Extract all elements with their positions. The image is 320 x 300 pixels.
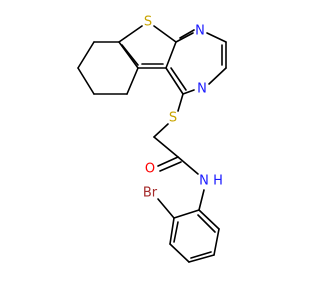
bond xyxy=(153,25,177,43)
bond xyxy=(206,32,227,43)
atom-NH: N xyxy=(199,174,209,189)
atom-S_link: S xyxy=(169,111,177,126)
bond xyxy=(188,254,215,263)
bond xyxy=(157,198,175,219)
atom-S_thio: S xyxy=(144,15,152,30)
bond xyxy=(77,41,95,69)
atom-NH_H: H xyxy=(213,174,223,189)
atom-N_top: N xyxy=(195,24,205,39)
atom-O: O xyxy=(145,162,155,177)
bond xyxy=(169,217,175,245)
bond xyxy=(177,156,199,175)
atom-Br: Br xyxy=(143,186,158,201)
bond xyxy=(165,67,184,95)
bond xyxy=(197,214,216,233)
bond-lines xyxy=(77,25,227,263)
bond xyxy=(118,25,143,43)
bond xyxy=(126,67,139,95)
bond xyxy=(77,67,95,95)
bond xyxy=(121,44,139,66)
bond xyxy=(190,251,212,259)
bond xyxy=(198,209,220,230)
bond xyxy=(198,189,205,211)
bond xyxy=(169,243,190,263)
atom-N_bottom: N xyxy=(197,82,207,97)
bond xyxy=(153,136,179,158)
bond xyxy=(173,209,200,219)
bond xyxy=(157,156,179,167)
bond xyxy=(179,29,195,39)
bond xyxy=(165,41,177,69)
bond xyxy=(208,67,227,85)
bond xyxy=(213,228,220,256)
atom-labels: S N N S O N H Br xyxy=(143,15,223,201)
bond xyxy=(159,161,182,172)
bond xyxy=(173,221,179,243)
bond xyxy=(175,32,194,43)
bond xyxy=(182,89,195,95)
bond xyxy=(170,67,187,91)
bond xyxy=(153,123,169,138)
molecule-structure: S N N S O N H Br xyxy=(77,15,227,263)
bond xyxy=(177,93,184,112)
